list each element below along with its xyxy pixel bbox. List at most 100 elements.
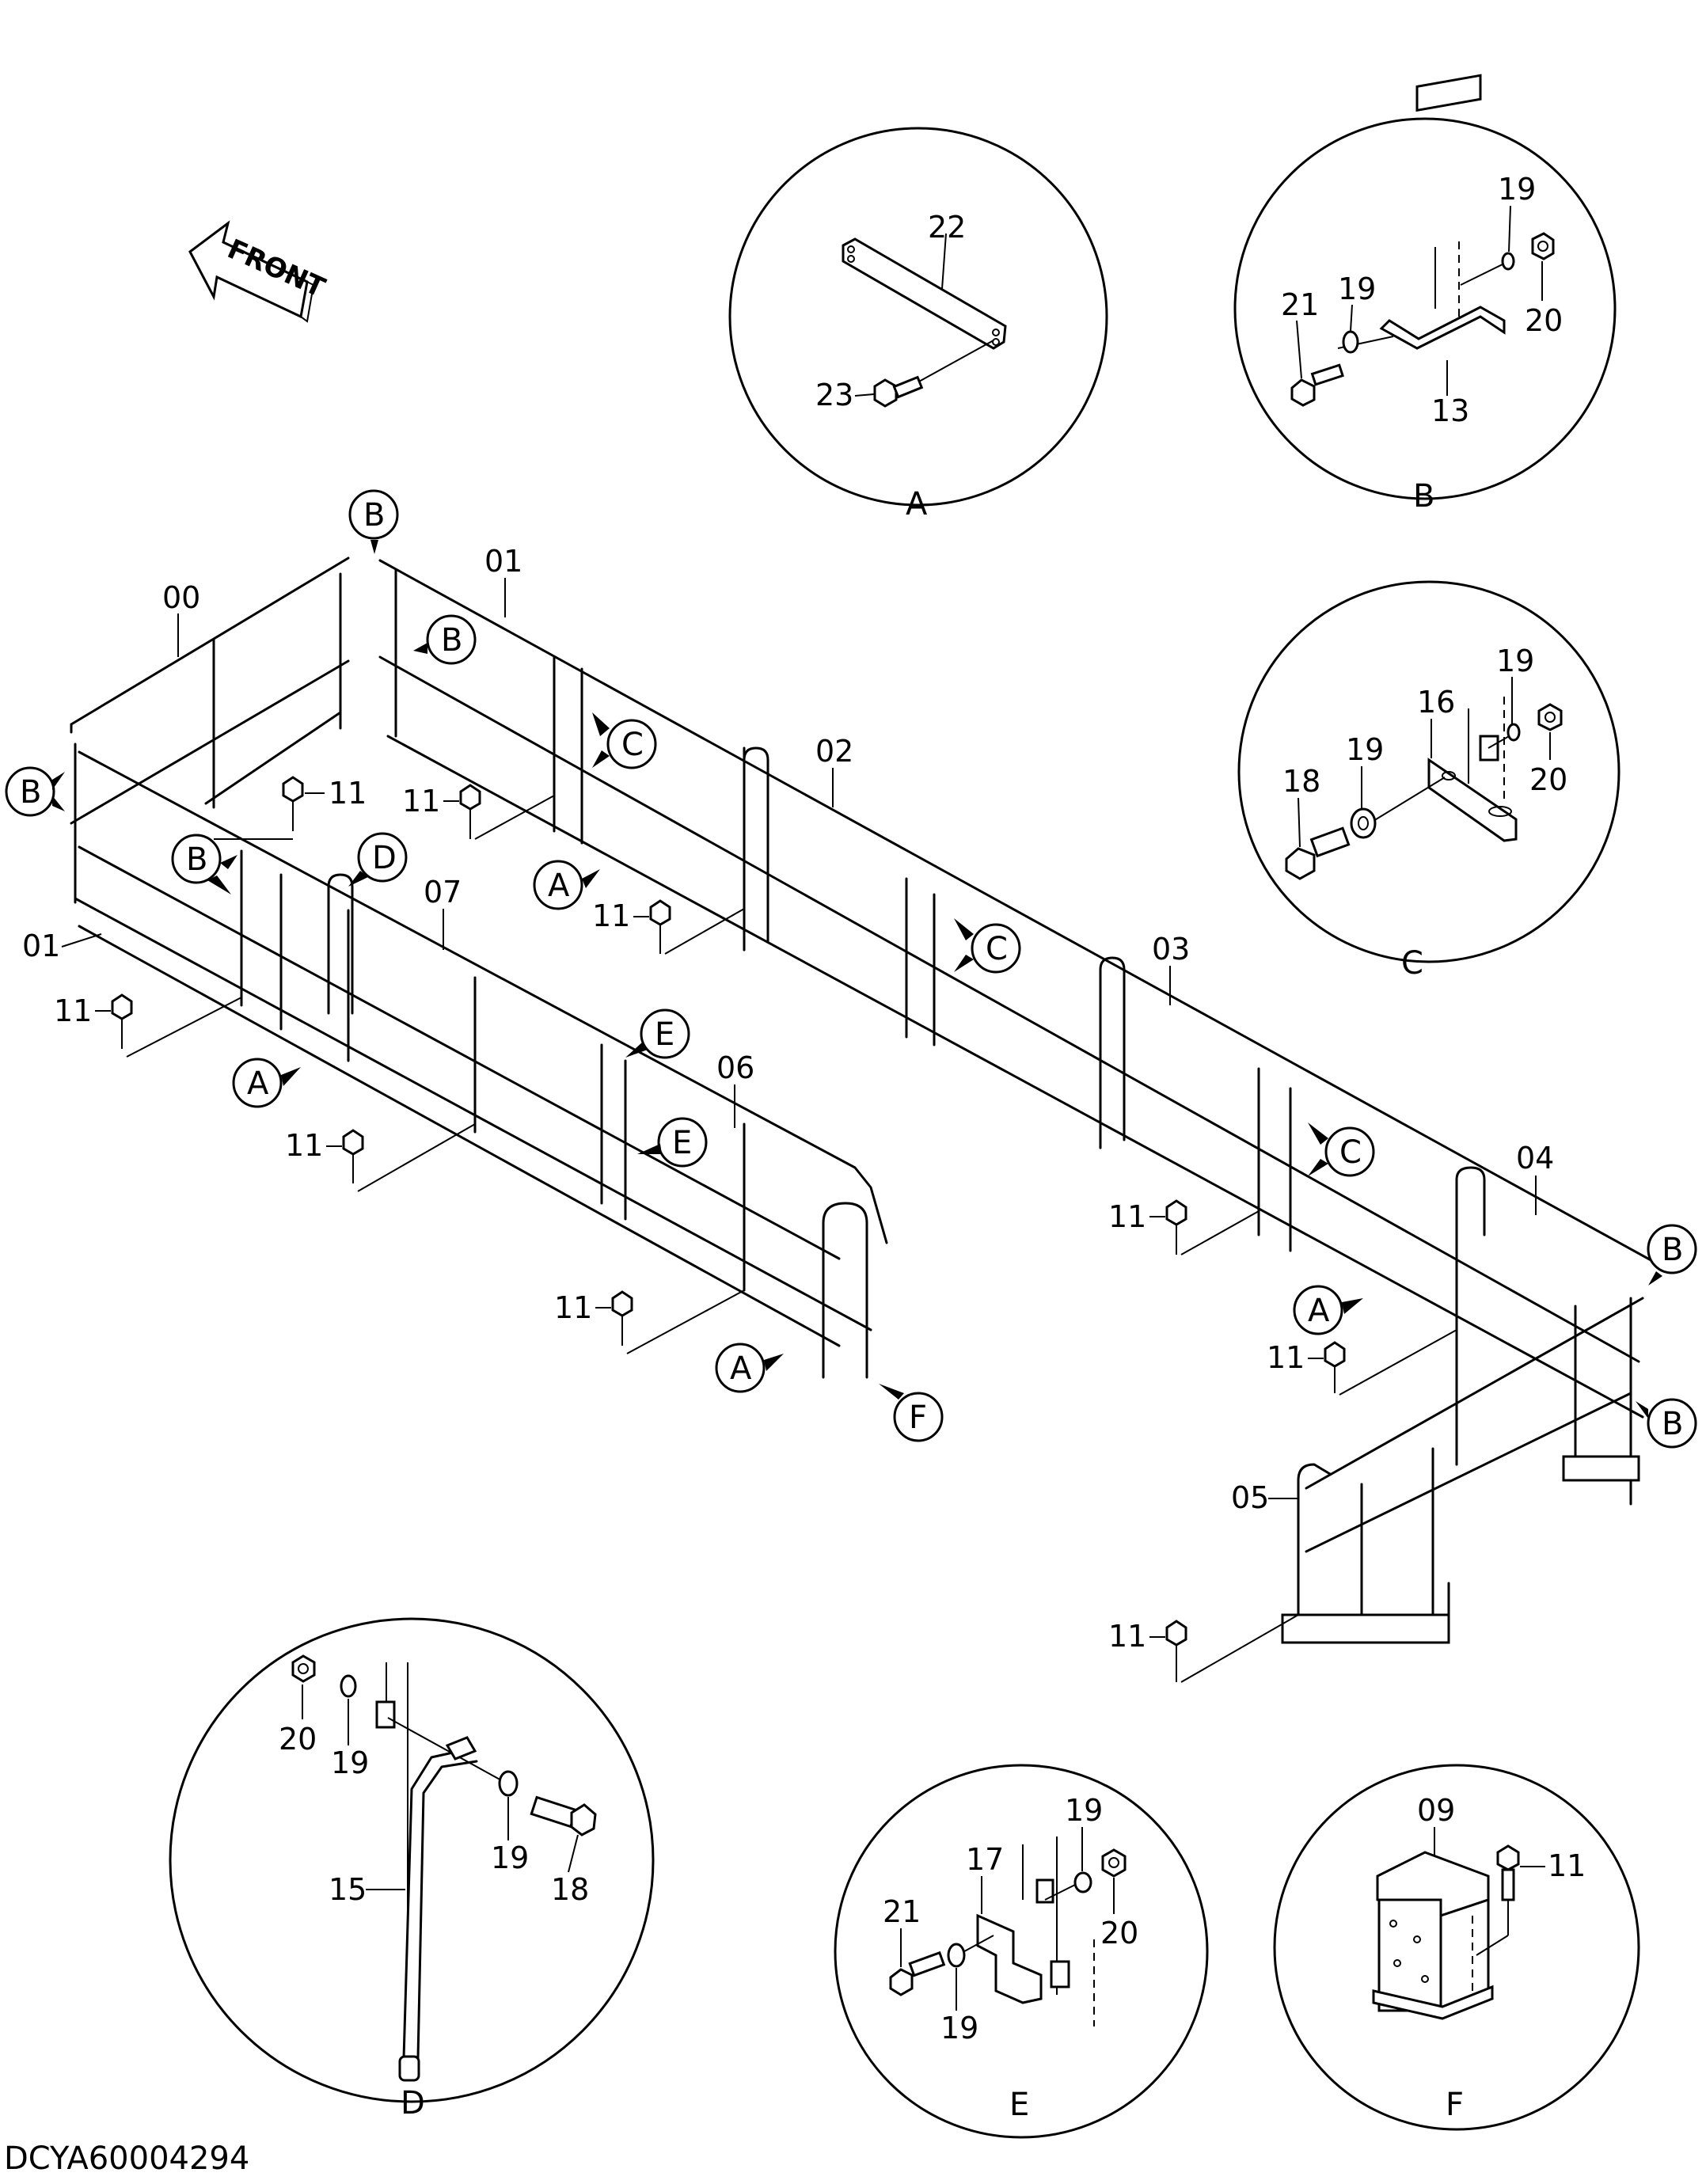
bolt-icon [530,1795,597,1836]
washer-icon [1350,807,1377,839]
bolt-label: 11 [554,1290,592,1325]
callout-f[interactable]: F [879,1384,944,1442]
detail-d-part-19b: 19 [491,1840,529,1875]
detail-e-part-17: 17 [966,1842,1004,1877]
bolt-callout: 11 [1108,1614,1299,1683]
detail-a-title: A [906,486,928,522]
callout-c-label: C [621,727,644,763]
callout-b[interactable]: B [5,766,65,817]
handrail-frame [70,556,1664,1644]
detail-c-title: C [1401,945,1423,982]
washer-icon [1507,723,1521,742]
detail-d-part-20: 20 [279,1722,317,1757]
detail-c-part-19b: 19 [1496,644,1534,678]
callout-a[interactable]: A [232,1058,301,1108]
washer-icon [498,1770,519,1797]
washer-icon [947,1943,966,1968]
bolt-label: 11 [285,1128,323,1163]
part-03: 03 [1152,932,1190,967]
washer-icon [1501,252,1515,271]
bolt-icon [873,375,924,408]
detail-a: 22 23 A [728,127,1108,522]
callout-a-label: A [730,1350,752,1387]
callout-b-label: B [20,774,41,811]
callout-a[interactable]: A [715,1343,784,1393]
detail-c-part-16: 16 [1417,685,1455,720]
callout-b[interactable]: B [1647,1224,1697,1286]
bolt-callout: 11 [402,784,555,840]
callout-c[interactable]: C [954,918,1021,974]
part-02: 02 [815,734,853,769]
callout-b-label: B [186,841,207,878]
nut-icon [1537,703,1563,731]
detail-d: 20 19 19 18 15 D [169,1617,655,2121]
detail-a-part-23: 23 [815,378,853,412]
callout-b-label: B [1662,1232,1683,1268]
detail-b-part-21: 21 [1281,287,1319,322]
nut-icon [1531,232,1555,260]
part-04: 04 [1516,1141,1554,1176]
part-01-left: 01 [22,929,60,963]
detail-b-part-20: 20 [1525,303,1563,338]
bolt-label: 11 [329,776,367,811]
bolt-callout: 11 [54,993,242,1058]
callout-b-label: B [1662,1406,1683,1442]
bolt-icon [889,1950,946,1996]
bolt-callout: 11 [214,776,367,840]
washer-icon [340,1674,357,1698]
callout-d[interactable]: D [348,832,408,887]
front-arrow-icon: FRONT [188,220,330,323]
detail-e-part-20: 20 [1100,1916,1138,1950]
part-00: 00 [162,580,200,615]
detail-e-part-21: 21 [883,1894,921,1929]
detail-d-title: D [401,2085,425,2121]
callout-a-label: A [1308,1293,1330,1329]
bolt-label: 11 [402,784,440,819]
callout-f-label: F [909,1400,927,1436]
part-05: 05 [1231,1480,1269,1515]
detail-e-title: E [1009,2087,1029,2123]
callout-d-label: D [372,840,397,876]
bolt-label: 11 [1108,1619,1146,1654]
callout-b[interactable]: B [413,614,477,665]
callout-e-label: E [655,1016,674,1053]
callout-b[interactable]: B [1636,1398,1697,1449]
bolt-icon [1285,826,1351,880]
bolt-icon [1496,1844,1520,1901]
callout-b[interactable]: B [348,489,399,554]
bolt-callout: 11 [1108,1199,1260,1255]
part-06: 06 [716,1050,754,1085]
callout-c-label: C [986,931,1008,967]
detail-f-part-09: 09 [1417,1793,1455,1828]
callout-e[interactable]: E [625,1008,690,1059]
callout-c[interactable]: C [592,712,657,769]
callout-a-label: A [247,1065,269,1102]
callout-e-label: E [672,1125,692,1161]
bolt-label: 11 [1267,1340,1305,1375]
detail-c-part-18: 18 [1282,764,1320,799]
detail-f-title: F [1446,2087,1464,2123]
detail-c-part-19a: 19 [1346,732,1384,767]
callout-c-label: C [1339,1134,1362,1171]
callout-e[interactable]: E [637,1117,708,1168]
detail-b-title: B [1413,478,1434,515]
washer-icon [1342,330,1359,354]
bolt-callout: 11 [554,1290,745,1354]
detail-b-part-19a: 19 [1338,272,1376,306]
callout-a[interactable]: A [1293,1285,1363,1335]
part-07: 07 [424,875,462,910]
callout-c[interactable]: C [1308,1122,1375,1177]
bolt-label: 11 [1108,1199,1146,1234]
callout-a[interactable]: A [533,860,600,910]
callout-b-label: B [363,497,385,534]
detail-e-part-19a: 19 [1065,1793,1103,1828]
part-01-top: 01 [484,544,522,579]
bolt-callout: 11 [592,898,745,955]
detail-d-part-15: 15 [329,1872,367,1907]
callout-b[interactable]: B [171,834,237,894]
detail-b-part-19b: 19 [1498,172,1536,207]
bolt-icon [1290,363,1344,407]
bolt-label: 11 [54,993,92,1028]
